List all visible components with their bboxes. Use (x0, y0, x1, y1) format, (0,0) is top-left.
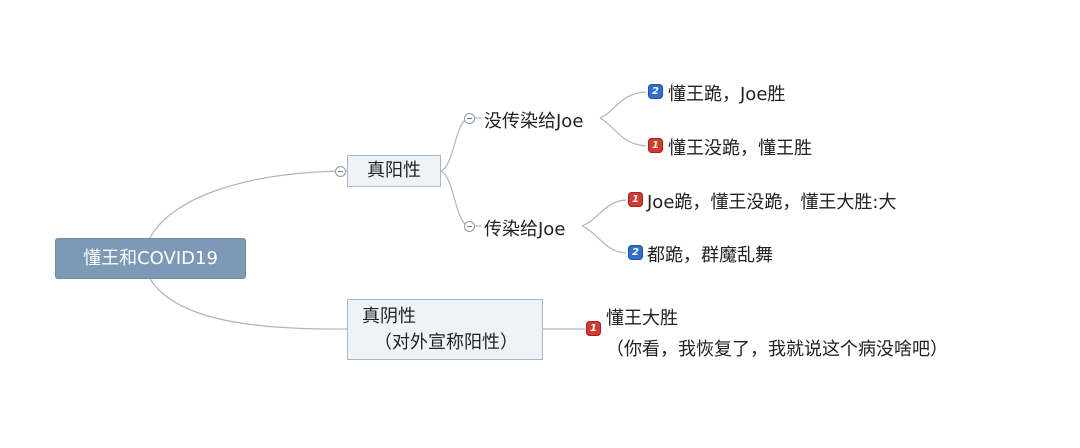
topic-outcome[interactable]: 懂王没跪，懂王胜 (668, 138, 812, 159)
connector-noinfect-o2 (599, 117, 647, 147)
topic-outcome[interactable]: 懂王跪，Joe胜 (668, 84, 786, 105)
topic-outcome[interactable]: 都跪，群魔乱舞 (647, 245, 773, 266)
connector-infect-o2 (581, 225, 627, 254)
priority-1-icon: 1 (586, 321, 601, 336)
connector-root-positive (149, 170, 348, 239)
topic-infect-joe[interactable]: 传染给Joe (484, 219, 566, 240)
topic-true-negative[interactable]: 真阴性 （对外宣称阳性） (347, 299, 543, 360)
topic-line: （对外宣称阳性） (374, 332, 518, 353)
priority-1-icon: 1 (628, 192, 643, 207)
connector-positive-noinfect (440, 117, 481, 172)
topic-not-infect-joe[interactable]: 没传染给Joe (484, 111, 584, 132)
root-topic[interactable]: 懂王和COVID19 (55, 238, 246, 279)
collapse-toggle-icon[interactable] (335, 166, 346, 177)
topic-outcome-line1[interactable]: 懂王大胜 (606, 308, 678, 329)
topic-true-positive[interactable]: 真阳性 (347, 155, 441, 187)
priority-1-icon: 1 (648, 138, 663, 153)
connector-root-negative (149, 278, 348, 330)
topic-outcome-line2[interactable]: （你看，我恢复了，我就说这个病没啥吧） (606, 339, 948, 360)
collapse-toggle-icon[interactable] (464, 113, 475, 124)
topic-line: 真阴性 (362, 306, 416, 327)
collapse-toggle-icon[interactable] (464, 221, 475, 232)
connector-positive-infect (440, 170, 481, 227)
topic-outcome[interactable]: Joe跪，懂王没跪，懂王大胜:大 (647, 192, 897, 213)
priority-2-icon: 2 (628, 245, 643, 260)
connector-infect-o1 (581, 199, 627, 227)
priority-2-icon: 2 (648, 84, 663, 99)
connector-noinfect-o1 (599, 91, 647, 119)
